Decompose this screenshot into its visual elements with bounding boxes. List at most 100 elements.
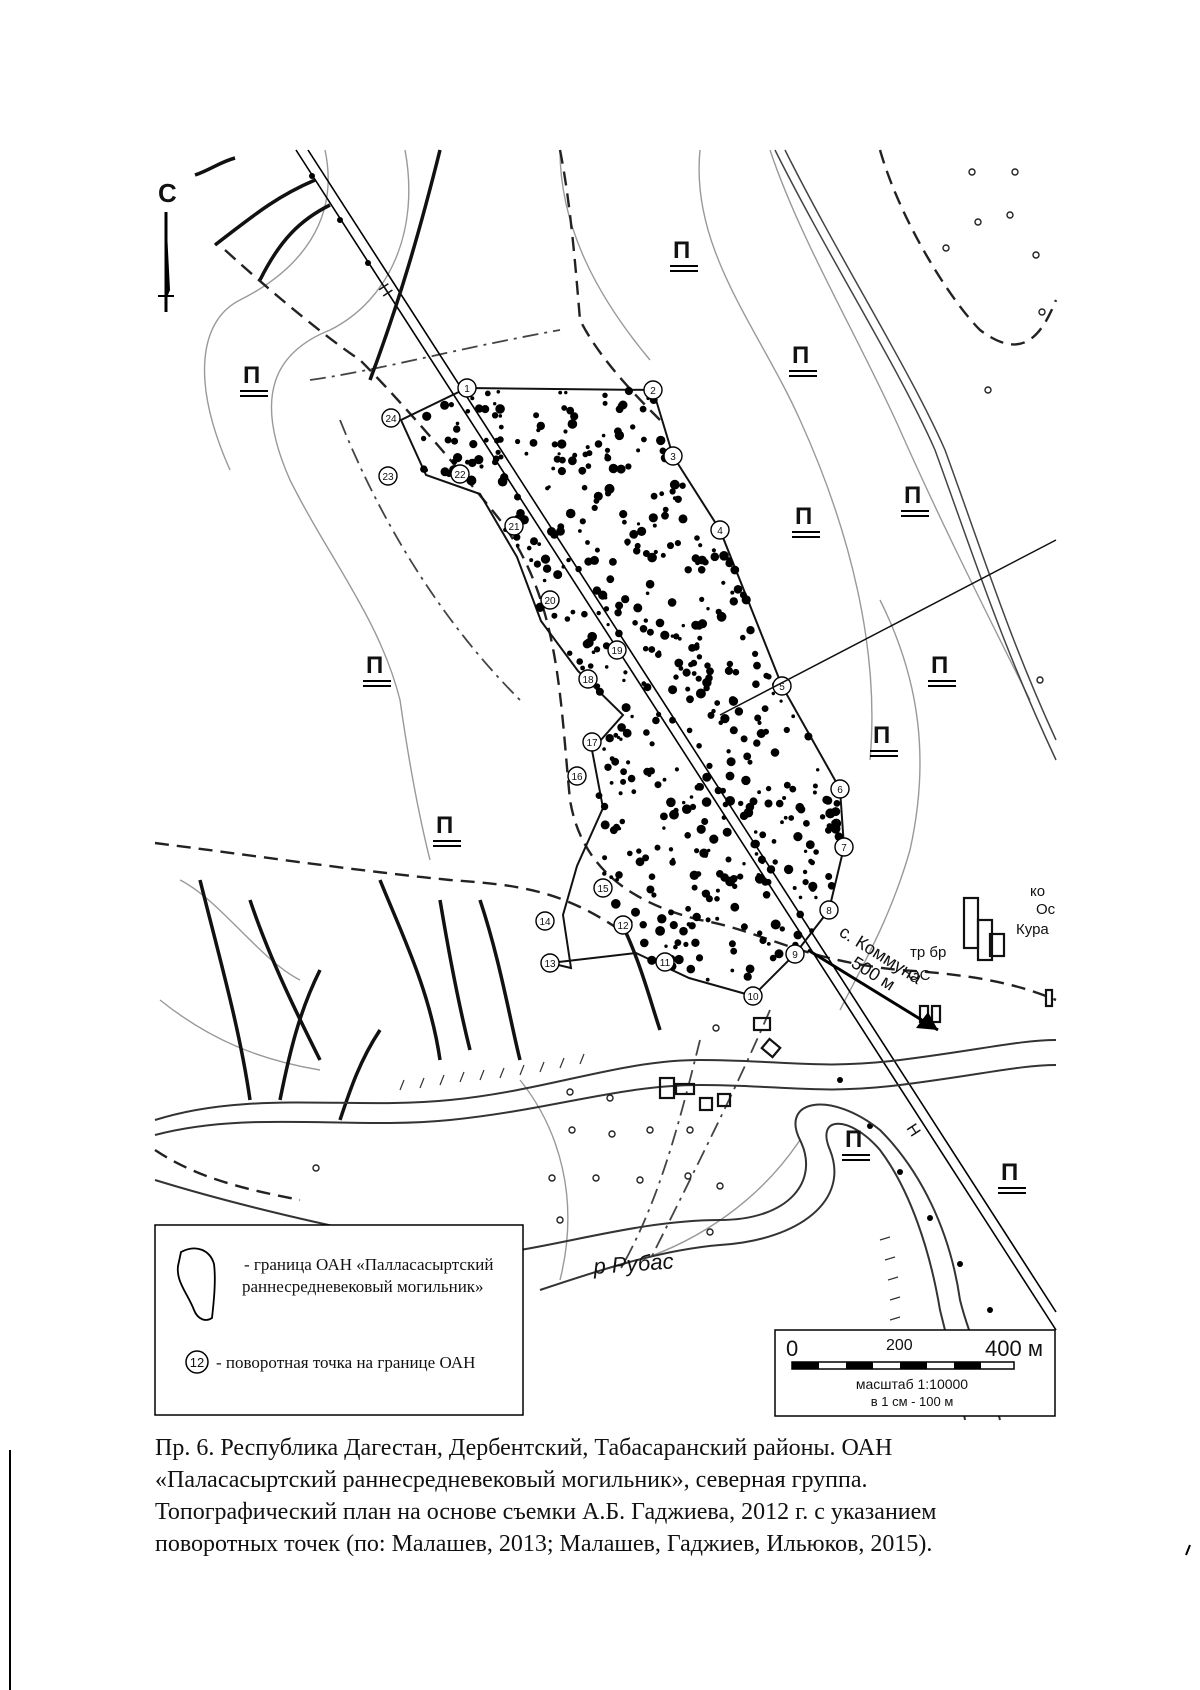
svg-text:24: 24 [385,414,397,425]
grave-marker [692,643,700,651]
grave-marker [568,456,577,466]
grave-marker [494,437,500,444]
grave-marker [646,628,654,636]
grave-marker [604,447,611,453]
grave-marker [814,895,818,900]
grave-marker [761,705,769,712]
grave-marker [788,815,795,821]
grave-marker [647,955,657,965]
svg-text:11: 11 [660,958,671,969]
grave-marker [637,526,647,537]
grave-marker [479,464,484,469]
grave-marker [576,658,583,665]
grave-marker [691,884,698,891]
grave-marker [619,818,626,825]
grave-marker [558,390,563,395]
grave-marker [771,839,777,844]
grave-marker [660,630,670,640]
buildings [658,896,1054,1112]
grave-marker [578,466,587,475]
grave-marker [630,714,634,719]
grave-marker [648,646,656,653]
scale-tick-200: 200 [886,1337,913,1354]
grave-marker [609,875,614,879]
grave-marker [701,797,712,807]
grave-marker [668,685,678,695]
grave-marker [656,650,662,655]
grave-marker [739,811,749,821]
grave-marker [497,476,508,487]
grave-marker [498,454,504,460]
boundary-legend-icon [176,1247,216,1321]
grave-marker [557,452,561,456]
grave-marker [652,716,660,725]
grave-marker [557,523,565,530]
grave-marker [514,493,521,501]
grave-marker [678,666,684,671]
grave-marker [696,654,703,660]
grave-marker [604,483,615,494]
svg-text:9: 9 [792,950,798,961]
grave-marker [709,834,719,844]
grave-marker [542,564,552,573]
svg-text:П: П [243,362,260,389]
grave-marker [695,954,704,962]
grave-marker [636,522,641,526]
grave-marker [557,439,567,449]
svg-text:5: 5 [779,682,785,693]
grave-marker [796,910,804,919]
grave-marker [668,847,674,852]
grave-marker [655,618,665,628]
grave-marker [639,625,648,633]
grave-marker [600,802,609,811]
grave-marker [420,465,428,473]
grave-marker [793,930,803,940]
svg-text:П: П [873,722,890,749]
grave-marker [453,453,463,463]
boundary-point-18: 18 [578,669,598,689]
grave-marker [481,405,490,414]
grave-marker [725,796,735,806]
grave-marker [613,732,619,738]
grave-marker [780,820,784,825]
grave-marker [756,729,766,738]
grave-marker [764,799,773,808]
grave-marker [495,449,501,455]
settlement-label: ко [1030,883,1045,900]
scale-tick-0: 0 [786,1336,798,1361]
grave-marker [639,921,647,929]
grave-marker [757,790,761,795]
grave-marker [668,909,675,916]
grave-marker [674,767,680,772]
grave-marker [679,482,686,489]
grave-marker [805,840,815,849]
grave-marker [654,781,662,789]
grave-marker [551,612,558,619]
caption-line: поворотных точек (по: Малашев, 2013; Мал… [155,1531,933,1557]
boundary-point-4: 4 [710,520,730,540]
grave-marker [595,687,604,696]
grave-marker [567,650,573,656]
grave-marker [754,873,765,884]
grave-marker [706,607,710,611]
grave-marker [754,714,762,722]
grave-marker [622,519,627,525]
grave-marker [701,890,708,897]
grave-marker [631,907,640,917]
grave-marker [652,523,657,528]
grave-marker [698,543,703,548]
settlement-label: ОС [908,967,931,984]
grave-marker [606,575,615,584]
grave-marker [662,777,667,782]
boundary-point-9: 9 [785,944,805,964]
grave-marker [826,823,833,829]
grave-marker [603,606,610,612]
grave-marker [686,964,696,974]
grave-marker [724,666,734,676]
grave-marker [557,467,567,476]
legend: - граница ОАН «Палласасыртский раннесред… [154,1224,524,1416]
grave-marker [553,570,563,580]
grave-marker [563,429,568,434]
svg-text:22: 22 [454,470,466,481]
grave-marker [609,826,618,835]
